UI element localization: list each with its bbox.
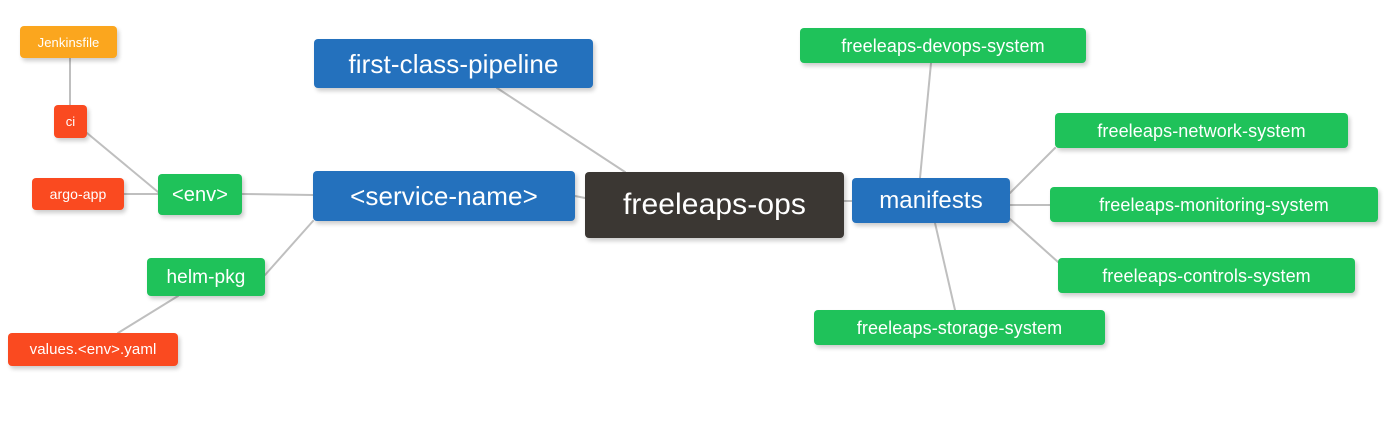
mindmap-node-jenkinsfile[interactable]: Jenkinsfile xyxy=(20,26,117,58)
edge-helm-pkg-to-values-env-yaml xyxy=(117,295,179,334)
mindmap-node-network-system[interactable]: freeleaps-network-system xyxy=(1055,113,1348,148)
edge-manifests-to-controls-system xyxy=(1009,218,1059,263)
mindmap-node-env[interactable]: <env> xyxy=(158,174,242,215)
mindmap-node-service-name[interactable]: <service-name> xyxy=(313,171,575,221)
edge-service-name-to-helm-pkg xyxy=(264,220,314,276)
mindmap-node-ci[interactable]: ci xyxy=(54,105,87,138)
mindmap-node-argo-app[interactable]: argo-app xyxy=(32,178,124,210)
edge-service-name-to-freeleaps-ops xyxy=(574,195,586,199)
mindmap-node-freeleaps-ops[interactable]: freeleaps-ops xyxy=(585,172,844,238)
edge-manifests-to-storage-system xyxy=(934,222,956,311)
edge-manifests-to-devops-system xyxy=(919,62,932,179)
mindmap-node-controls-system[interactable]: freeleaps-controls-system xyxy=(1058,258,1355,293)
mindmap-node-first-class-pipeline[interactable]: first-class-pipeline xyxy=(314,39,593,88)
mindmap-node-monitoring-system[interactable]: freeleaps-monitoring-system xyxy=(1050,187,1378,222)
mindmap-node-helm-pkg[interactable]: helm-pkg xyxy=(147,258,265,296)
mindmap-node-manifests[interactable]: manifests xyxy=(852,178,1010,223)
mindmap-node-devops-system[interactable]: freeleaps-devops-system xyxy=(800,28,1086,63)
edge-env-to-service-name xyxy=(241,193,314,196)
mindmap-node-storage-system[interactable]: freeleaps-storage-system xyxy=(814,310,1105,345)
mindmap-node-values-env-yaml[interactable]: values.<env>.yaml xyxy=(8,333,178,366)
edge-manifests-to-network-system xyxy=(1009,147,1056,194)
edge-first-class-pipeline-to-freeleaps-ops xyxy=(496,87,626,173)
